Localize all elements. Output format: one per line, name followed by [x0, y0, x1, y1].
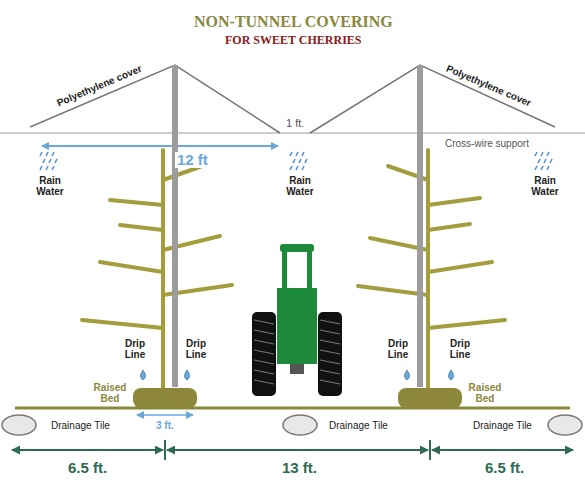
drip-label: Drip Line — [383, 339, 413, 360]
dimension-label: 6.5 ft. — [485, 460, 524, 476]
dimension-label: 12 ft — [175, 152, 210, 168]
tile-label: Drainage Tile — [473, 421, 532, 432]
rain-label: Rain Water — [30, 176, 70, 197]
cover-label: Polyethylene cover — [56, 64, 144, 109]
tile-label: Drainage Tile — [329, 421, 388, 432]
cover-label: Polyethylene cover — [445, 64, 533, 109]
rain-label: Rain Water — [280, 176, 320, 197]
dimension-label: 3 ft. — [156, 421, 174, 432]
bed-label: Raised Bed — [463, 383, 507, 404]
tile-label: Drainage Tile — [51, 421, 110, 432]
subtitle: FOR SWEET CHERRIES — [225, 34, 361, 47]
title: NON-TUNNEL COVERING — [194, 14, 393, 31]
wire-label: Cross-wire support — [443, 139, 531, 150]
bed-label: Raised Bed — [88, 383, 132, 404]
dimension-label: 1 ft. — [284, 118, 306, 130]
drip-label: Drip Line — [445, 339, 475, 360]
rain-label: Rain Water — [525, 176, 565, 197]
drip-label: Drip Line — [120, 339, 150, 360]
dimension-label: 13 ft. — [282, 460, 317, 476]
dimension-label: 6.5 ft. — [68, 460, 107, 476]
drip-label: Drip Line — [181, 339, 211, 360]
